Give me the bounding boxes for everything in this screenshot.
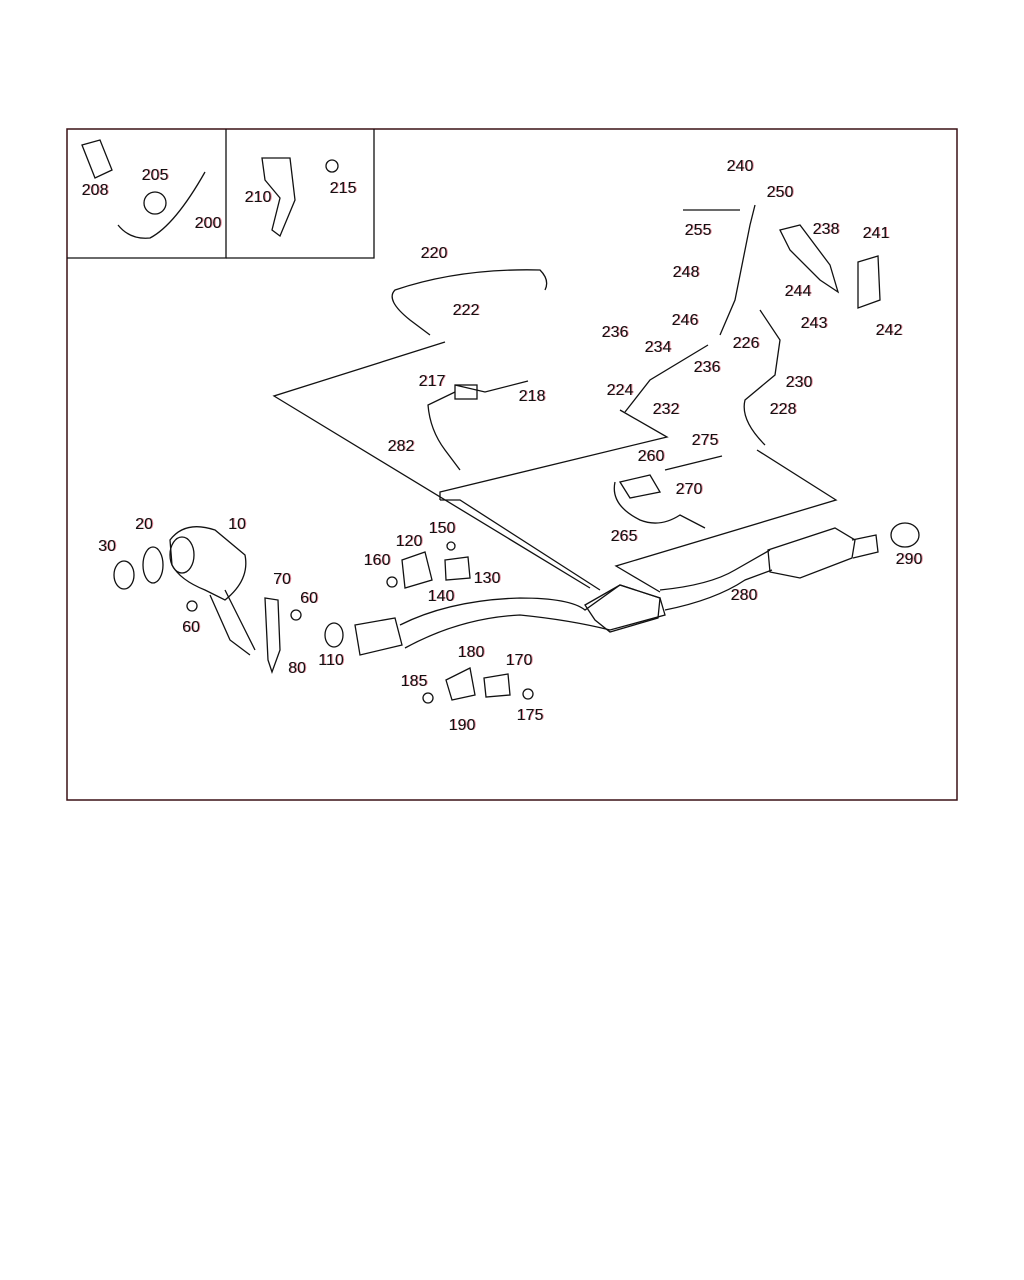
callout-20[interactable]: 20 [135, 516, 153, 533]
callout-215[interactable]: 215 [329, 180, 357, 197]
hanger-130 [444, 556, 471, 581]
callout-243[interactable]: 243 [800, 315, 828, 332]
callout-270[interactable]: 270 [675, 481, 703, 498]
nut-185 [422, 692, 434, 704]
nut-150 [446, 541, 456, 551]
callout-222[interactable]: 222 [452, 302, 480, 319]
callout-70[interactable]: 70 [273, 571, 291, 588]
callout-200[interactable]: 200 [194, 215, 222, 232]
diagram-frame [66, 128, 958, 801]
callout-150[interactable]: 150 [428, 520, 456, 537]
bracket-238 [779, 224, 840, 294]
downpipe [209, 589, 256, 656]
callout-234[interactable]: 234 [644, 339, 672, 356]
callout-218[interactable]: 218 [518, 388, 546, 405]
sensor-270 [613, 481, 706, 529]
catalyst-flange [169, 536, 195, 574]
gasket-30 [113, 560, 135, 590]
callout-180[interactable]: 180 [457, 644, 485, 661]
sensor-box-217 [454, 384, 478, 400]
nut-160 [386, 576, 398, 588]
callout-242[interactable]: 242 [875, 322, 903, 339]
bracket-241 [857, 255, 881, 309]
nut-60a [186, 600, 198, 612]
module-260 [618, 474, 662, 499]
bracket-180 [445, 667, 476, 701]
callout-120[interactable]: 120 [395, 533, 423, 550]
rear-catalyst [767, 527, 856, 579]
bracket-210 [261, 157, 296, 238]
assembly-outline-mid [439, 409, 669, 591]
callout-236b[interactable]: 236 [693, 359, 721, 376]
callout-30[interactable]: 30 [98, 538, 116, 555]
callout-255[interactable]: 255 [684, 222, 712, 239]
callout-238[interactable]: 238 [812, 221, 840, 238]
callout-205[interactable]: 205 [141, 167, 169, 184]
callout-232[interactable]: 232 [652, 401, 680, 418]
pipe-226 [719, 204, 756, 336]
probe-275 [664, 455, 723, 471]
callout-275[interactable]: 275 [691, 432, 719, 449]
sensor-205 [143, 191, 167, 215]
bracket-208 [81, 139, 113, 179]
pipe-228 [743, 309, 781, 446]
rear-pipe [659, 549, 773, 611]
bolt-215 [325, 159, 339, 173]
wire-224 [624, 344, 709, 413]
callout-208[interactable]: 208 [81, 182, 109, 199]
nut-60b [290, 609, 302, 621]
callout-226[interactable]: 226 [732, 335, 760, 352]
tailpipe [851, 534, 879, 559]
clamp-110 [324, 622, 344, 648]
callout-230[interactable]: 230 [785, 374, 813, 391]
assembly-outline-right [614, 449, 838, 593]
inset-box-bracket [226, 129, 375, 259]
callout-246[interactable]: 246 [671, 312, 699, 329]
callout-130[interactable]: 130 [473, 570, 501, 587]
sensor-200 [117, 171, 206, 239]
callout-241[interactable]: 241 [862, 225, 890, 242]
clamp-20 [142, 546, 164, 584]
callout-250[interactable]: 250 [766, 184, 794, 201]
callout-280[interactable]: 280 [730, 587, 758, 604]
callout-60b[interactable]: 60 [182, 619, 200, 636]
callout-282[interactable]: 282 [387, 438, 415, 455]
callout-110[interactable]: 110 [318, 652, 344, 669]
callout-175[interactable]: 175 [516, 707, 544, 724]
callout-224[interactable]: 224 [606, 382, 634, 399]
intermediate-pipe [399, 584, 666, 649]
flex-pipe [354, 617, 403, 656]
hanger-170 [483, 673, 511, 698]
bolt-175 [522, 688, 534, 700]
bracket-70 [264, 597, 281, 674]
callout-236a[interactable]: 236 [601, 324, 629, 341]
callout-185[interactable]: 185 [400, 673, 428, 690]
callout-244[interactable]: 244 [784, 283, 812, 300]
assembly-outline-left [272, 341, 591, 589]
callout-228[interactable]: 228 [769, 401, 797, 418]
callout-217[interactable]: 217 [418, 373, 446, 390]
bracket-120 [401, 551, 433, 589]
callout-10[interactable]: 10 [228, 516, 246, 533]
callout-140[interactable]: 140 [427, 588, 455, 605]
callout-160[interactable]: 160 [363, 552, 391, 569]
callout-290[interactable]: 290 [895, 551, 923, 568]
callout-210[interactable]: 210 [244, 189, 272, 206]
sensor-217 [427, 380, 529, 471]
callout-220[interactable]: 220 [420, 245, 448, 262]
callout-265[interactable]: 265 [610, 528, 638, 545]
clamp-290 [890, 522, 920, 548]
callout-60a[interactable]: 60 [300, 590, 318, 607]
callout-170[interactable]: 170 [505, 652, 533, 669]
callout-80[interactable]: 80 [288, 660, 306, 677]
callout-190[interactable]: 190 [448, 717, 476, 734]
callout-240[interactable]: 240 [726, 158, 754, 175]
callout-260[interactable]: 260 [637, 448, 665, 465]
front-catalyst [169, 526, 247, 601]
sensor-220 [391, 269, 548, 336]
center-muffler [584, 584, 661, 633]
callout-248[interactable]: 248 [672, 264, 700, 281]
